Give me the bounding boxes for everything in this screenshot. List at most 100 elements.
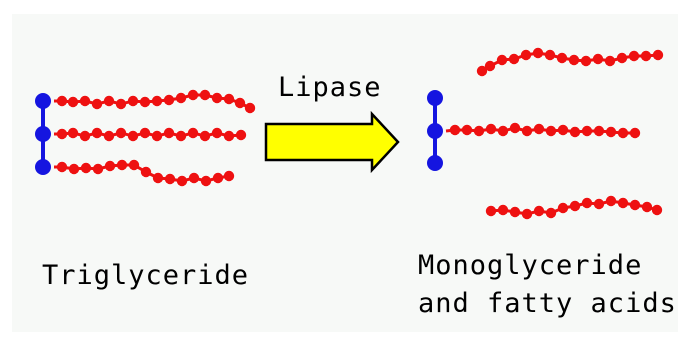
fatty-acid-carbon-bead <box>521 125 533 137</box>
fatty-acid-carbon-bead <box>617 127 629 139</box>
fatty-acid-carbon-bead <box>508 53 520 65</box>
fatty-acid-carbon-bead <box>80 162 92 174</box>
fatty-acid-carbon-bead <box>115 98 127 110</box>
fatty-acid-carbon-bead <box>476 65 488 77</box>
triglyceride-fatty-acid-chain-3 <box>54 159 235 187</box>
fatty-acid-carbon-bead <box>497 125 509 137</box>
fatty-acid-carbon-bead <box>176 175 188 187</box>
fatty-acid-carbon-bead <box>641 201 653 213</box>
fatty-acid-carbon-bead <box>128 159 140 171</box>
right-arrow-icon <box>264 110 400 174</box>
fatty-acid-carbon-bead <box>67 96 79 108</box>
fatty-acid-carbon-bead <box>580 55 592 67</box>
fatty-acid-carbon-bead <box>521 208 533 220</box>
fatty-acid-carbon-bead <box>244 102 256 114</box>
fatty-acid-carbon-bead <box>485 123 497 135</box>
fatty-acid-carbon-bead <box>212 172 224 184</box>
fatty-acid-carbon-bead <box>484 60 496 72</box>
fatty-acid-carbon-bead <box>497 204 509 216</box>
fatty-acid-carbon-bead <box>68 163 80 175</box>
fatty-acid-carbon-bead <box>163 94 175 106</box>
fatty-acid-carbon-bead <box>544 49 556 61</box>
fatty-acid-carbon-bead <box>223 170 235 182</box>
fatty-acid-carbon-bead <box>449 124 461 136</box>
fatty-acid-carbon-bead <box>557 124 569 136</box>
fatty-acid-carbon-bead <box>235 129 247 141</box>
fatty-acid-carbon-bead <box>581 125 593 137</box>
fatty-acid-carbon-bead <box>581 197 593 209</box>
fatty-acid-carbon-bead <box>152 172 164 184</box>
fatty-acid-carbon-bead <box>629 127 641 139</box>
fatty-acid-carbon-bead <box>604 55 616 67</box>
glycerol-carbon-node <box>35 93 51 109</box>
fatty-acid-carbon-bead <box>640 50 652 62</box>
fatty-acid-carbon-bead <box>104 160 116 172</box>
fatty-acid-carbon-bead <box>175 92 187 104</box>
fatty-acid-carbon-bead <box>509 122 521 134</box>
fatty-acid-carbon-bead <box>617 197 629 209</box>
fatty-acid-carbon-bead <box>116 159 128 171</box>
fatty-acid-carbon-bead <box>56 128 68 140</box>
triglyceride-backbone <box>35 93 51 175</box>
fatty-acid-carbon-bead <box>473 125 485 137</box>
fatty-acid-carbon-bead <box>223 93 235 105</box>
fatty-acid-carbon-bead <box>568 54 580 66</box>
fatty-acid-carbon-bead <box>592 53 604 65</box>
fatty-acid-carbon-bead <box>234 97 246 109</box>
fatty-acid-carbon-bead <box>127 95 139 107</box>
free-fatty-acid-chain-1 <box>476 47 664 77</box>
product-label-line-1: Monoglyceride <box>418 250 643 281</box>
fatty-acid-carbon-bead <box>520 49 532 61</box>
fatty-acid-carbon-bead <box>593 198 605 210</box>
fatty-acid-carbon-bead <box>616 52 628 64</box>
monoglyceride-backbone <box>427 90 443 171</box>
fatty-acid-carbon-bead <box>223 130 235 142</box>
fatty-acid-bond-line <box>481 51 659 73</box>
glycerol-carbon-node <box>35 159 51 175</box>
fatty-acid-carbon-bead <box>175 130 187 142</box>
fatty-acid-carbon-bead <box>629 199 641 211</box>
glycerol-carbon-node <box>427 90 443 106</box>
fatty-acid-carbon-bead <box>485 205 497 217</box>
reactant-label: Triglyceride <box>42 260 250 291</box>
diagram-background <box>12 14 678 332</box>
fatty-acid-carbon-bead <box>91 127 103 139</box>
fatty-acid-carbon-bead <box>151 95 163 107</box>
free-fatty-acid-chain-2 <box>485 195 663 220</box>
glycerol-carbon-node <box>427 155 443 171</box>
fatty-acid-carbon-bead <box>569 200 581 212</box>
fatty-acid-carbon-bead <box>496 54 508 66</box>
fatty-acid-carbon-bead <box>127 130 139 142</box>
fatty-acid-carbon-bead <box>164 173 176 185</box>
fatty-acid-carbon-bead <box>140 166 152 178</box>
fatty-acid-carbon-bead <box>199 89 211 101</box>
fatty-acid-carbon-bead <box>532 47 544 59</box>
fatty-acid-carbon-bead <box>187 89 199 101</box>
fatty-acid-carbon-bead <box>605 195 617 207</box>
fatty-acid-carbon-bead <box>79 130 91 142</box>
fatty-acid-carbon-bead <box>557 202 569 214</box>
fatty-acid-carbon-bead <box>545 125 557 137</box>
fatty-acid-carbon-bead <box>163 127 175 139</box>
glycerol-carbon-node <box>427 123 443 139</box>
fatty-acid-carbon-bead <box>139 127 151 139</box>
fatty-acid-carbon-bead <box>67 127 79 139</box>
fatty-acid-carbon-bead <box>556 52 568 64</box>
fatty-acid-carbon-bead <box>545 207 557 219</box>
fatty-acid-carbon-bead <box>187 127 199 139</box>
product-label-line-2: and fatty acids <box>418 288 677 319</box>
fatty-acid-carbon-bead <box>139 96 151 108</box>
monoglyceride-fatty-acid-chain <box>445 122 641 139</box>
fatty-acid-carbon-bead <box>188 172 200 184</box>
fatty-acid-carbon-bead <box>652 49 664 61</box>
fatty-acid-carbon-bead <box>211 92 223 104</box>
fatty-acid-carbon-bead <box>461 124 473 136</box>
fatty-acid-carbon-bead <box>91 98 103 110</box>
fatty-acid-carbon-bead <box>651 204 663 216</box>
fatty-acid-carbon-bead <box>605 126 617 138</box>
fatty-acid-carbon-bead <box>79 95 91 107</box>
fatty-acid-carbon-bead <box>103 95 115 107</box>
fatty-acid-carbon-bead <box>92 163 104 175</box>
